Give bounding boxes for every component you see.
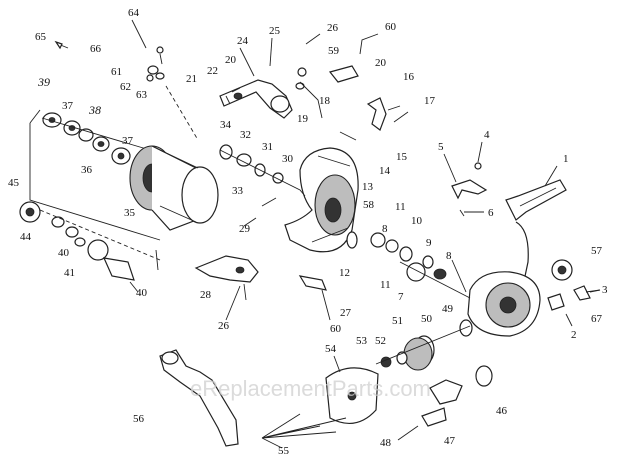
label-part-34: 34 bbox=[220, 119, 232, 131]
label-part-5: 5 bbox=[438, 141, 444, 153]
drag-knob-cluster bbox=[54, 40, 199, 141]
label-part-37-left: 37 bbox=[62, 100, 74, 112]
label-part-41: 41 bbox=[64, 267, 75, 279]
label-part-1: 1 bbox=[563, 153, 569, 165]
label-part-6: 6 bbox=[488, 207, 494, 219]
label-part-14: 14 bbox=[379, 165, 391, 177]
label-part-15: 15 bbox=[396, 151, 408, 163]
label-part-54: 54 bbox=[325, 343, 337, 355]
label-part-20-left: 20 bbox=[225, 54, 237, 66]
drive-gear-set bbox=[375, 319, 473, 371]
part-labels: 1 2 3 4 5 6 7 8 8 9 10 11 11 12 13 14 15… bbox=[8, 7, 608, 457]
label-part-51: 51 bbox=[392, 315, 403, 327]
spool-washer-stack bbox=[29, 109, 161, 241]
label-part-8-lower: 8 bbox=[446, 250, 452, 262]
label-part-26-top: 26 bbox=[327, 22, 339, 34]
label-part-36: 36 bbox=[81, 164, 93, 176]
label-part-18: 18 bbox=[319, 95, 331, 107]
label-part-11-lower: 11 bbox=[380, 279, 391, 291]
label-part-30: 30 bbox=[282, 153, 294, 165]
label-part-8-upper: 8 bbox=[382, 223, 388, 235]
label-part-40-left: 40 bbox=[58, 247, 70, 259]
label-part-39: 39 bbox=[37, 75, 50, 89]
label-part-13: 13 bbox=[362, 181, 374, 193]
label-part-38: 38 bbox=[88, 103, 101, 117]
label-part-56: 56 bbox=[133, 413, 145, 425]
label-part-17: 17 bbox=[424, 95, 436, 107]
label-part-31: 31 bbox=[262, 141, 273, 153]
label-part-53: 53 bbox=[356, 335, 368, 347]
reel-body bbox=[451, 179, 567, 337]
label-part-33: 33 bbox=[232, 185, 244, 197]
handle-knob-parts bbox=[421, 365, 493, 427]
label-part-61: 61 bbox=[111, 66, 122, 78]
label-part-21: 21 bbox=[186, 73, 197, 85]
label-part-44: 44 bbox=[20, 231, 32, 243]
label-part-48: 48 bbox=[380, 437, 392, 449]
bail-assembly bbox=[219, 65, 387, 141]
label-part-22: 22 bbox=[207, 65, 218, 77]
side-plate bbox=[261, 367, 379, 439]
label-part-45: 45 bbox=[8, 177, 20, 189]
label-part-32: 32 bbox=[240, 129, 251, 141]
label-part-37-right: 37 bbox=[122, 135, 134, 147]
label-part-55: 55 bbox=[278, 445, 290, 457]
label-part-4: 4 bbox=[484, 129, 490, 141]
label-part-65: 65 bbox=[35, 31, 47, 43]
label-part-49: 49 bbox=[442, 303, 454, 315]
label-part-52: 52 bbox=[375, 335, 386, 347]
bail-arm-lower bbox=[194, 255, 327, 301]
label-part-47: 47 bbox=[444, 435, 456, 447]
side-cap-parts bbox=[547, 259, 601, 311]
label-part-25: 25 bbox=[269, 25, 281, 37]
label-part-29: 29 bbox=[239, 223, 251, 235]
label-part-12: 12 bbox=[339, 267, 350, 279]
spool bbox=[129, 145, 219, 231]
handle bbox=[159, 349, 239, 447]
label-part-26-bottom: 26 bbox=[218, 320, 230, 332]
label-part-28: 28 bbox=[200, 289, 212, 301]
pinion-bearing-set bbox=[346, 231, 471, 299]
main-shaft-parts bbox=[219, 144, 306, 207]
label-part-57: 57 bbox=[591, 245, 603, 257]
rotor bbox=[284, 147, 359, 253]
label-part-46: 46 bbox=[496, 405, 508, 417]
label-part-50: 50 bbox=[421, 313, 433, 325]
label-part-24: 24 bbox=[237, 35, 249, 47]
label-part-9: 9 bbox=[426, 237, 432, 249]
label-part-67: 67 bbox=[591, 313, 603, 325]
label-part-7: 7 bbox=[398, 291, 404, 303]
label-part-16: 16 bbox=[403, 71, 415, 83]
label-part-58: 58 bbox=[363, 199, 375, 211]
label-part-60-bottom: 60 bbox=[330, 323, 342, 335]
label-part-59: 59 bbox=[328, 45, 340, 57]
label-part-19: 19 bbox=[297, 113, 309, 125]
label-part-64: 64 bbox=[128, 7, 140, 19]
label-part-40-right: 40 bbox=[136, 287, 148, 299]
label-part-27: 27 bbox=[340, 307, 352, 319]
label-part-63: 63 bbox=[136, 89, 148, 101]
leader-lines bbox=[129, 19, 601, 449]
label-part-20-right: 20 bbox=[375, 57, 387, 69]
label-part-60-top: 60 bbox=[385, 21, 397, 33]
front-drag-parts bbox=[19, 201, 161, 281]
label-part-62: 62 bbox=[120, 81, 131, 93]
label-part-11-upper: 11 bbox=[395, 201, 406, 213]
label-part-10: 10 bbox=[411, 215, 423, 227]
label-part-66: 66 bbox=[90, 43, 102, 55]
watermark: eReplacementParts.com bbox=[190, 376, 431, 401]
label-part-35: 35 bbox=[124, 207, 136, 219]
label-part-2: 2 bbox=[571, 329, 577, 341]
label-part-3: 3 bbox=[602, 284, 608, 296]
anti-reverse-lever bbox=[451, 162, 488, 217]
